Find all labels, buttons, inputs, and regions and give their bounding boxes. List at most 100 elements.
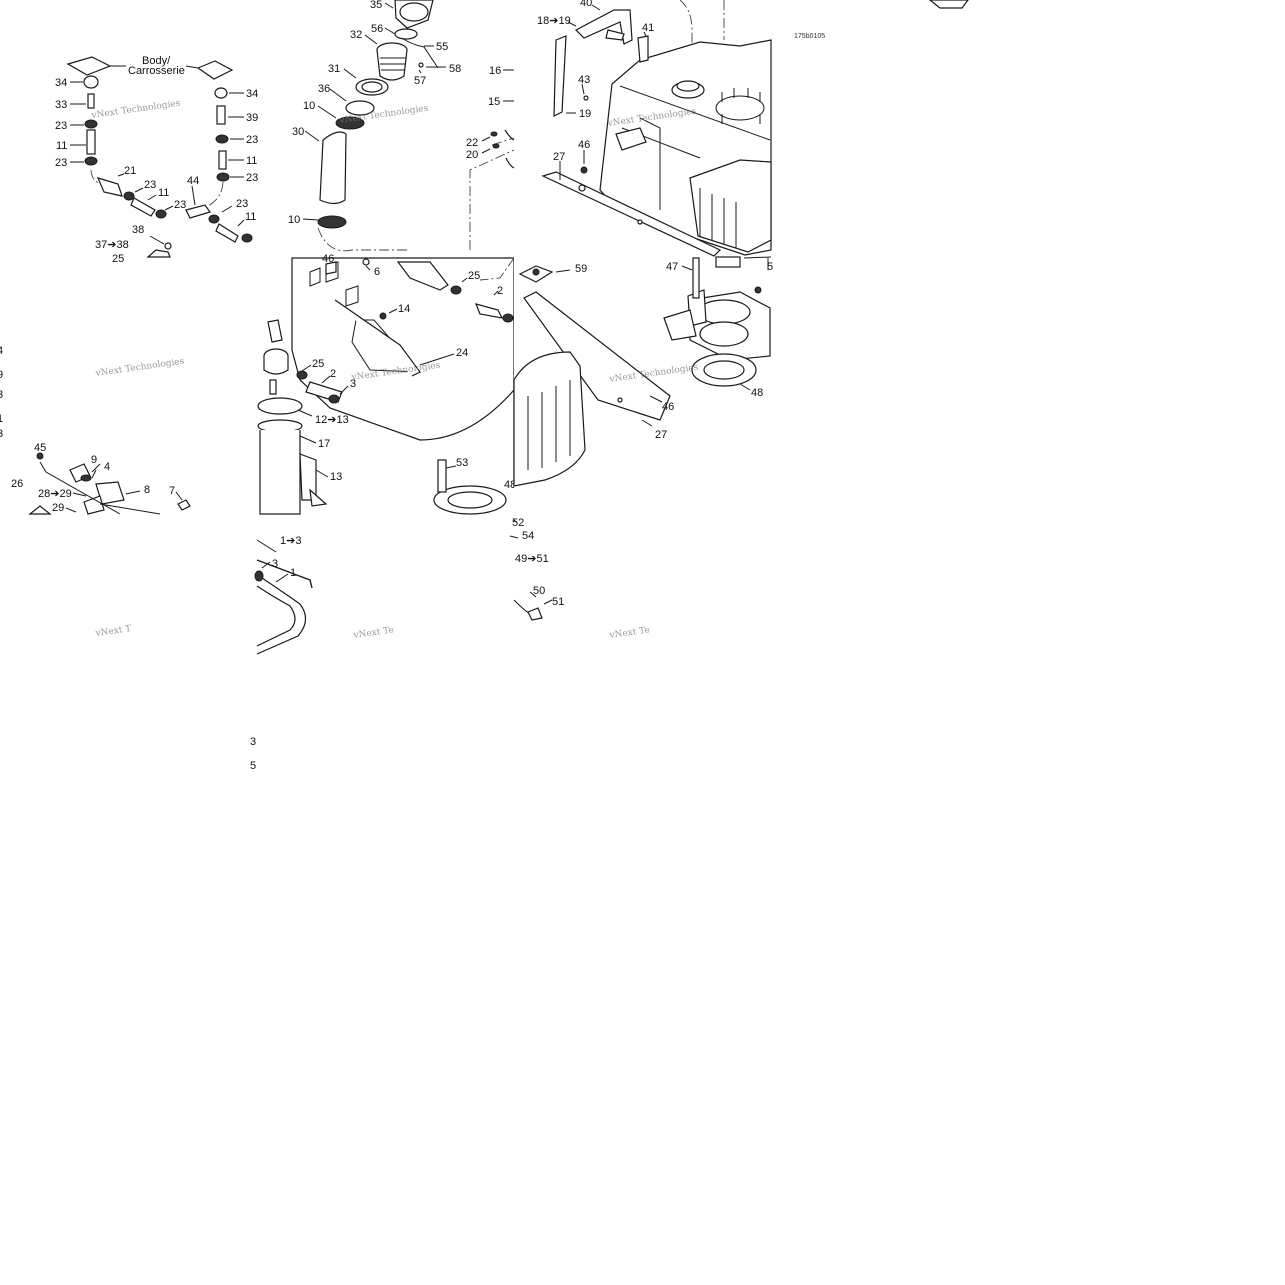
label-6: 6 [374, 266, 380, 278]
label-54: 54 [522, 530, 534, 542]
grommet-34-left [83, 75, 99, 89]
label-23b: 23 [55, 157, 67, 169]
body-label-line1: Body/ [142, 55, 171, 67]
label-44: 44 [187, 175, 199, 187]
label-11b: 11 [246, 155, 257, 167]
label-25x: 25 [112, 253, 124, 265]
clamp-10-bottom [317, 215, 347, 229]
bolt-53 [437, 459, 447, 493]
label-21: 21 [124, 165, 136, 177]
label-48b: 48 [751, 387, 763, 399]
hose-1-guide [256, 559, 313, 589]
label-10a: 10 [303, 100, 315, 112]
label-25b: 25 [312, 358, 324, 370]
part-45 [36, 452, 44, 460]
label-12-13: 12➔13 [315, 414, 349, 426]
label-16: 16 [489, 65, 501, 77]
support-46-lower [523, 291, 671, 421]
label-14: 14 [398, 303, 410, 315]
watermark-7: vNext T [94, 624, 132, 639]
label-3b: 3 [0, 389, 3, 401]
label-56: 56 [371, 23, 383, 35]
clamp-10-top [335, 116, 365, 130]
stray-fragment [929, 0, 969, 9]
label-20: 20 [466, 149, 478, 161]
label-11d: 11 [245, 211, 256, 223]
label-23e: 23 [144, 179, 156, 191]
label-11a: 11 [56, 140, 67, 152]
support-27-top [541, 171, 722, 257]
label-23a: 23 [55, 120, 67, 132]
label-32: 32 [350, 29, 362, 41]
label-29: 29 [52, 502, 64, 514]
reference-code: 175b0105 [794, 33, 825, 40]
pump-flange-12 [257, 397, 303, 415]
label-5: 5 [250, 760, 256, 772]
label-48a: 48 [504, 479, 516, 491]
label-52: 52 [512, 517, 524, 529]
label-34a: 34 [55, 77, 67, 89]
label-23g: 23 [236, 198, 248, 210]
label-3e: 3 [250, 736, 256, 748]
label-46-stub: 46 [322, 253, 334, 265]
label-34b: 34 [246, 88, 258, 100]
tee-44 [185, 204, 211, 219]
label-1a: 1 [0, 413, 3, 425]
label-13: 13 [330, 471, 342, 483]
label-15: 15 [488, 96, 500, 108]
watermark-9: vNext Te [608, 625, 650, 641]
label-36: 36 [318, 83, 330, 95]
label-27b: 27 [655, 429, 667, 441]
label-9a: 9 [0, 369, 3, 381]
label-3d: 3 [272, 558, 278, 570]
label-24: 24 [456, 347, 468, 359]
label-28-29: 28➔29 [38, 488, 72, 500]
label-35: 35 [370, 0, 382, 11]
strap-40 [574, 9, 633, 45]
hose-11-left [86, 129, 96, 155]
label-57: 57 [414, 75, 426, 87]
label-47: 47 [666, 261, 678, 273]
label-39: 39 [246, 112, 258, 124]
label-2a: 2 [497, 285, 503, 297]
label-53: 53 [456, 457, 468, 469]
label-3c: 3 [0, 428, 3, 440]
fitting-21 [96, 177, 123, 197]
label-23c: 23 [246, 134, 258, 146]
tile-top-right: 18➔19 40 41 16 43 15 19 22 20 27 46 175b… [466, 0, 969, 257]
label-45: 45 [34, 442, 46, 454]
watermark-8: vNext Te [352, 625, 394, 641]
label-18-19: 18➔19 [537, 15, 571, 27]
strap-bracket-19 [553, 35, 567, 117]
label-7: 7 [169, 485, 175, 497]
tile-top-left: Body/ Carrosserie 34 33 23 11 23 34 39 2… [55, 55, 258, 265]
label-17: 17 [318, 438, 330, 450]
label-31: 31 [328, 63, 340, 75]
label-50: 50 [533, 585, 545, 597]
label-22: 22 [466, 137, 478, 149]
label-30: 30 [292, 126, 304, 138]
label-1-3: 1➔3 [280, 535, 301, 547]
label-43: 43 [578, 74, 590, 86]
label-1b: 1 [290, 567, 296, 579]
label-3a: 3 [350, 378, 356, 390]
label-33: 33 [55, 99, 67, 111]
label-9b: 9 [91, 454, 97, 466]
label-38: 38 [132, 224, 144, 236]
body-label-line2: Carrosserie [128, 65, 185, 77]
label-11c: 11 [158, 187, 169, 199]
label-26: 26 [11, 478, 23, 490]
tile-middle: 4 9 3 1 3 45 9 4 26 8 28➔29 7 29 vNext T… [0, 253, 773, 515]
label-46a: 46 [578, 139, 590, 151]
label-58: 58 [449, 63, 461, 75]
label-5-edge: 5 [767, 261, 773, 273]
hose-11-right [218, 150, 227, 170]
label-8: 8 [144, 484, 150, 496]
label-23d: 23 [246, 172, 258, 184]
hose-30 [319, 131, 347, 205]
label-10b: 10 [288, 214, 300, 226]
bracket-41 [637, 35, 649, 63]
screw-7 [177, 499, 191, 511]
pump-ring-bolts [715, 95, 765, 121]
